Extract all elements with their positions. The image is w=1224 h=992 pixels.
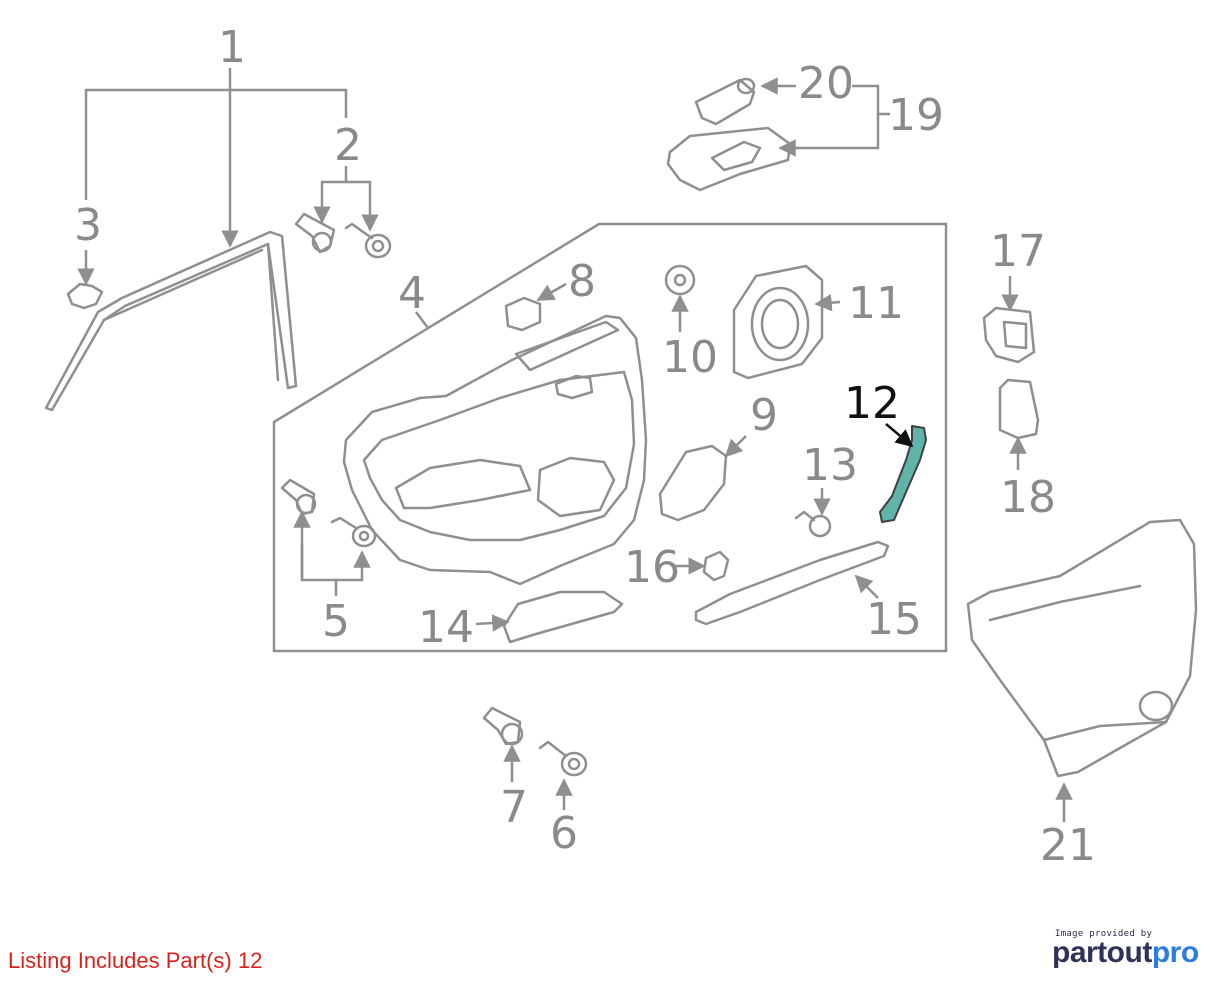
part-2-clips <box>294 212 392 259</box>
callout-7: 7 <box>500 782 528 833</box>
callout-15: 15 <box>866 594 922 645</box>
partoutpro-logo[interactable]: partoutpro <box>1052 936 1199 970</box>
callout-12: 12 <box>844 378 900 429</box>
part-5-pushpins <box>280 478 377 548</box>
part-20-bulb <box>694 77 756 126</box>
callout-2: 2 <box>334 120 362 171</box>
part-21-rear-panel <box>966 518 1198 778</box>
part-4-door-panel <box>342 314 648 586</box>
image-credit-caption: Image provided by <box>1055 929 1153 939</box>
part-16-clip <box>702 550 730 582</box>
part-19-lamp-housing <box>666 126 792 192</box>
part-6-screw-clip <box>538 740 588 777</box>
callout-21: 21 <box>1040 820 1096 871</box>
part-8-clip <box>504 296 542 332</box>
callout-3: 3 <box>74 200 102 251</box>
part-14-pad <box>502 590 624 644</box>
callout-11: 11 <box>848 278 904 329</box>
part-12-trim-strip <box>879 425 927 523</box>
part-1-molding <box>44 230 298 412</box>
part-13-bolt <box>794 510 832 538</box>
callout-20: 20 <box>798 58 854 109</box>
part-17-switch <box>982 306 1036 364</box>
callout-18: 18 <box>1000 472 1056 523</box>
callout-14: 14 <box>418 602 474 653</box>
brand-part-1: partout <box>1052 936 1152 969</box>
callout-4: 4 <box>398 268 426 319</box>
callout-19: 19 <box>888 90 944 141</box>
leader-lines <box>77 68 1073 822</box>
callout-8: 8 <box>568 256 596 307</box>
brand-part-2: pro <box>1151 936 1199 969</box>
part-15-strip <box>694 540 890 626</box>
callout-9: 9 <box>750 390 778 441</box>
part-9-cover <box>658 444 728 522</box>
part-3-clip <box>66 282 104 310</box>
part-11-speaker-housing <box>732 264 824 380</box>
callout-17: 17 <box>990 226 1046 277</box>
part-7-pushpin <box>482 706 524 746</box>
callout-5: 5 <box>322 596 350 647</box>
callout-16: 16 <box>624 542 680 593</box>
part-18-cap <box>998 378 1040 440</box>
callout-1: 1 <box>218 22 246 73</box>
callout-10: 10 <box>662 332 718 383</box>
callout-6: 6 <box>550 808 578 859</box>
assembly-box-4 <box>272 222 948 653</box>
callout-13: 13 <box>802 440 858 491</box>
part-10-washer <box>664 264 696 296</box>
listing-includes-text: Listing Includes Part(s) 12 <box>8 948 263 973</box>
callout-labels: 1 2 3 4 5 6 7 8 9 10 11 12 13 14 15 16 1… <box>74 22 1096 871</box>
